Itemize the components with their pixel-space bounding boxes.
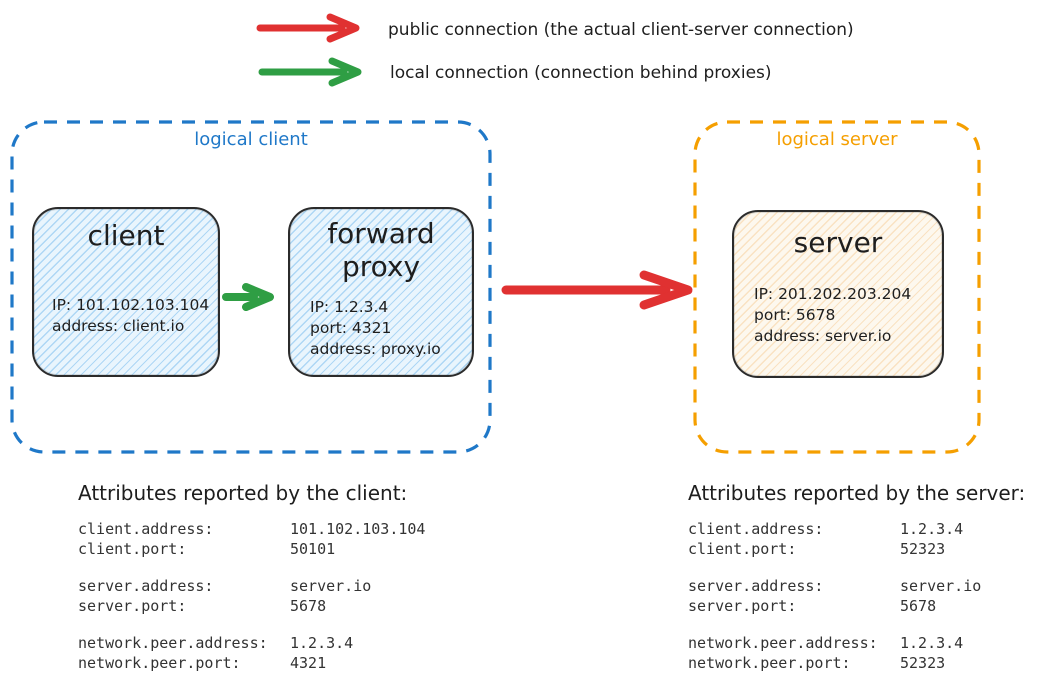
attribute-key: network.peer.address: (688, 634, 878, 652)
logical-server-boundary (693, 120, 981, 454)
local-connection-label: local connection (connection behind prox… (390, 63, 772, 83)
client-detail-address: address: client.io (52, 317, 185, 335)
attribute-key: network.peer.address: (78, 634, 268, 652)
proxy-detail-ip: IP: 1.2.3.4 (310, 298, 389, 316)
attribute-row: client.address: 101.102.103.104 (78, 519, 425, 539)
attribute-group: client.address: 101.102.103.104 client.po… (78, 519, 425, 559)
attribute-value: 1.2.3.4 (290, 634, 354, 652)
forward-proxy-node: forward proxy IP: 1.2.3.4 port: 4321 add… (288, 207, 474, 377)
attribute-value: 1.2.3.4 (900, 520, 964, 538)
attribute-group: network.peer.address: 1.2.3.4 network.pee… (78, 633, 425, 673)
client-attributes-title: Attributes reported by the client: (78, 481, 408, 505)
server-node: server IP: 201.202.203.204 port: 5678 ad… (732, 210, 944, 378)
attribute-row: client.port: 50101 (78, 539, 425, 559)
attribute-value: 50101 (290, 540, 336, 558)
forward-proxy-node-details: IP: 1.2.3.4 port: 4321 address: proxy.io (310, 297, 441, 360)
attribute-value: server.io (900, 577, 982, 595)
attribute-group: server.address: server.io server.port: 567… (688, 576, 1025, 616)
local-connection-arrow-icon (258, 57, 362, 87)
server-node-title: server (793, 226, 883, 259)
public-connection-label: public connection (the actual client-ser… (388, 20, 854, 40)
client-to-server-arrow-icon (501, 270, 693, 310)
forward-proxy-node-title: forward proxy (327, 217, 435, 283)
proxy-detail-port: port: 4321 (310, 319, 392, 337)
attribute-row: server.port: 5678 (78, 596, 425, 616)
attribute-value: server.io (290, 577, 372, 595)
server-attributes-panel: Attributes reported by the server: clien… (688, 481, 1025, 686)
server-attributes-title: Attributes reported by the server: (688, 481, 1026, 505)
server-node-details: IP: 201.202.203.204 port: 5678 address: … (754, 284, 911, 347)
logical-client-label: logical client (194, 129, 308, 150)
server-detail-address: address: server.io (754, 327, 892, 345)
client-node-title: client (87, 219, 165, 252)
attribute-row: client.address: 1.2.3.4 (688, 519, 1025, 539)
client-node-details: IP: 101.102.103.104 address: client.io (52, 295, 209, 337)
attribute-row: network.peer.port: 52323 (688, 653, 1025, 673)
attribute-key: server.port: (688, 597, 797, 615)
attribute-value: 101.102.103.104 (290, 520, 426, 538)
attribute-key: server.port: (78, 597, 187, 615)
attribute-key: client.port: (78, 540, 187, 558)
client-node: client IP: 101.102.103.104 address: clie… (32, 207, 220, 377)
attribute-key: network.peer.port: (78, 654, 241, 672)
attribute-row: server.address: server.io (78, 576, 425, 596)
attribute-key: server.address: (78, 577, 214, 595)
client-detail-ip: IP: 101.102.103.104 (52, 296, 210, 314)
attribute-key: client.port: (688, 540, 797, 558)
attribute-group: network.peer.address: 1.2.3.4 network.pee… (688, 633, 1025, 673)
server-attributes-rows: client.address: 1.2.3.4 client.port: 52323… (688, 519, 1025, 673)
attribute-row: server.address: server.io (688, 576, 1025, 596)
attribute-row: network.peer.address: 1.2.3.4 (78, 633, 425, 653)
logical-server-label: logical server (776, 129, 898, 150)
attribute-row: client.port: 52323 (688, 539, 1025, 559)
attribute-key: client.address: (688, 520, 824, 538)
proxy-detail-address: address: proxy.io (310, 340, 441, 358)
attribute-row: server.port: 5678 (688, 596, 1025, 616)
server-detail-ip: IP: 201.202.203.204 (754, 285, 912, 303)
attribute-value: 52323 (900, 654, 946, 672)
server-detail-port: port: 5678 (754, 306, 836, 324)
attribute-key: client.address: (78, 520, 214, 538)
attribute-value: 5678 (290, 597, 327, 615)
logical-client-boundary (10, 120, 492, 454)
attribute-row: network.peer.address: 1.2.3.4 (688, 633, 1025, 653)
attribute-key: network.peer.port: (688, 654, 851, 672)
attribute-value: 5678 (900, 597, 937, 615)
attribute-value: 52323 (900, 540, 946, 558)
attribute-value: 4321 (290, 654, 327, 672)
client-attributes-rows: client.address: 101.102.103.104 client.po… (78, 519, 425, 673)
attribute-value: 1.2.3.4 (900, 634, 964, 652)
client-attributes-panel: Attributes reported by the client: clien… (78, 481, 425, 686)
public-connection-arrow-icon (256, 13, 360, 43)
attribute-group: client.address: 1.2.3.4 client.port: 52323 (688, 519, 1025, 559)
attribute-group: server.address: server.io server.port: 567… (78, 576, 425, 616)
attribute-key: server.address: (688, 577, 824, 595)
client-to-proxy-arrow-icon (222, 283, 274, 311)
attribute-row: network.peer.port: 4321 (78, 653, 425, 673)
